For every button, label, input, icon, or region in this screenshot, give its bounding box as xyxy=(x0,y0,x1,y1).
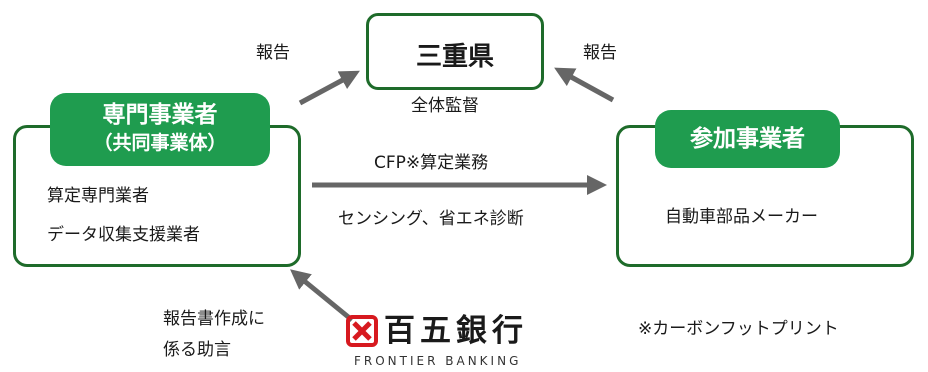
sensing-label: センシング、省エネ診断 xyxy=(338,209,524,229)
report-right-label: 報告 xyxy=(583,43,617,63)
cfp-task-label: CFP※算定業務 xyxy=(374,153,489,173)
report-left-label: 報告 xyxy=(256,43,290,63)
prefecture-title: 三重県 xyxy=(415,42,494,72)
joint-venture-subtitle: （共同事業体） xyxy=(93,132,227,154)
bank-tagline: FRONTIER BANKING xyxy=(354,354,522,368)
bank-name: 百五銀行 xyxy=(384,313,528,349)
bank-advice-line1: 報告書作成に xyxy=(163,309,265,329)
footnote: ※カーボンフットプリント xyxy=(638,319,839,339)
prefecture-caption: 全体監督 xyxy=(411,96,479,116)
participant-line1: 自動車部品メーカー xyxy=(665,207,818,227)
bank-advice-line2: 係る助言 xyxy=(163,340,231,360)
specialist-operator-title: 専門事業者 xyxy=(102,102,218,128)
specialist-line2: データ収集支援業者 xyxy=(47,225,200,245)
participant-operator-title: 参加事業者 xyxy=(690,126,805,152)
arrow-bank-to-left xyxy=(290,269,354,322)
bank-logo: 百五銀行 FRONTIER BANKING xyxy=(340,312,580,370)
cross-square-logo-icon xyxy=(346,315,378,347)
arrow-left-to-prefecture xyxy=(298,70,360,106)
arrow-right-to-prefecture xyxy=(554,67,615,103)
prefecture-box: 三重県 xyxy=(366,13,544,90)
specialist-line1: 算定専門業者 xyxy=(47,186,149,206)
specialist-operator-pill: 専門事業者 （共同事業体） xyxy=(50,93,270,166)
participant-operator-pill: 参加事業者 xyxy=(655,110,840,168)
